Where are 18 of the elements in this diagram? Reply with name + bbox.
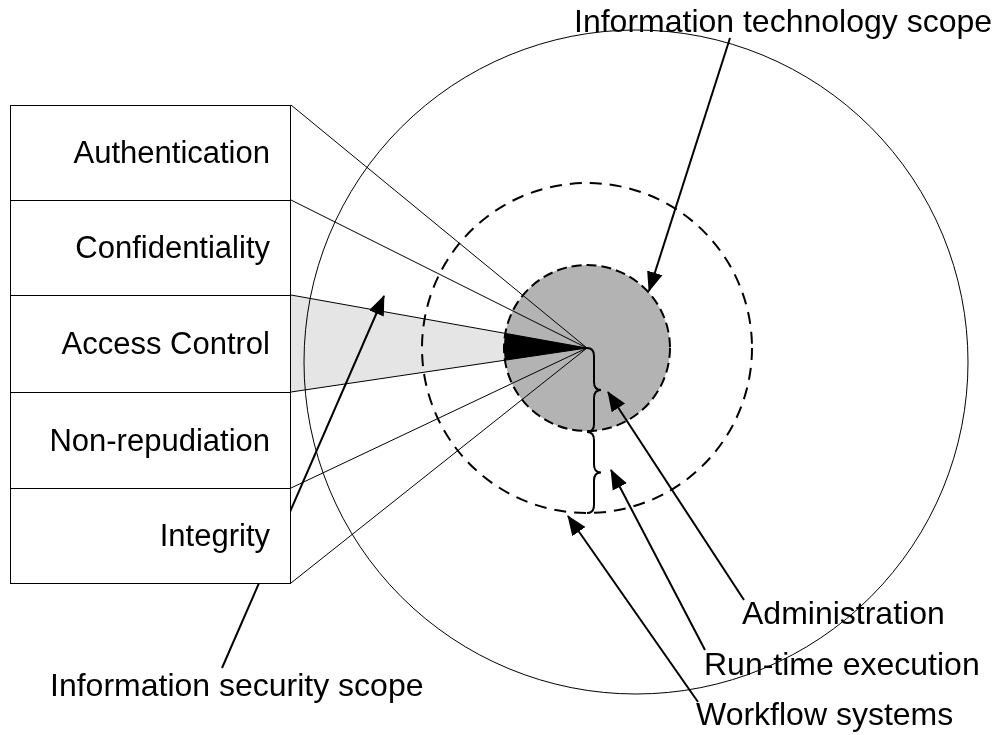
service-label: Access Control [61, 326, 270, 362]
service-label: Integrity [159, 518, 270, 554]
scope-label: Workflow systems [696, 697, 954, 731]
leader-arrow [567, 515, 699, 703]
service-label: Non-repudiation [49, 422, 270, 459]
scope-label: Information security scope [50, 668, 424, 702]
service-box [10, 295, 291, 393]
leader-arrow [610, 469, 706, 651]
leader-arrow [607, 391, 745, 601]
service-box [10, 200, 291, 296]
service-box [10, 488, 291, 584]
service-label: Authentication [73, 135, 270, 171]
service-box [10, 105, 291, 201]
leader-arrow [647, 37, 731, 292]
service-box [10, 392, 291, 489]
scope-label: Information technology scope [574, 4, 993, 38]
service-label: Confidentiality [75, 230, 270, 266]
curly-brace [586, 347, 602, 433]
